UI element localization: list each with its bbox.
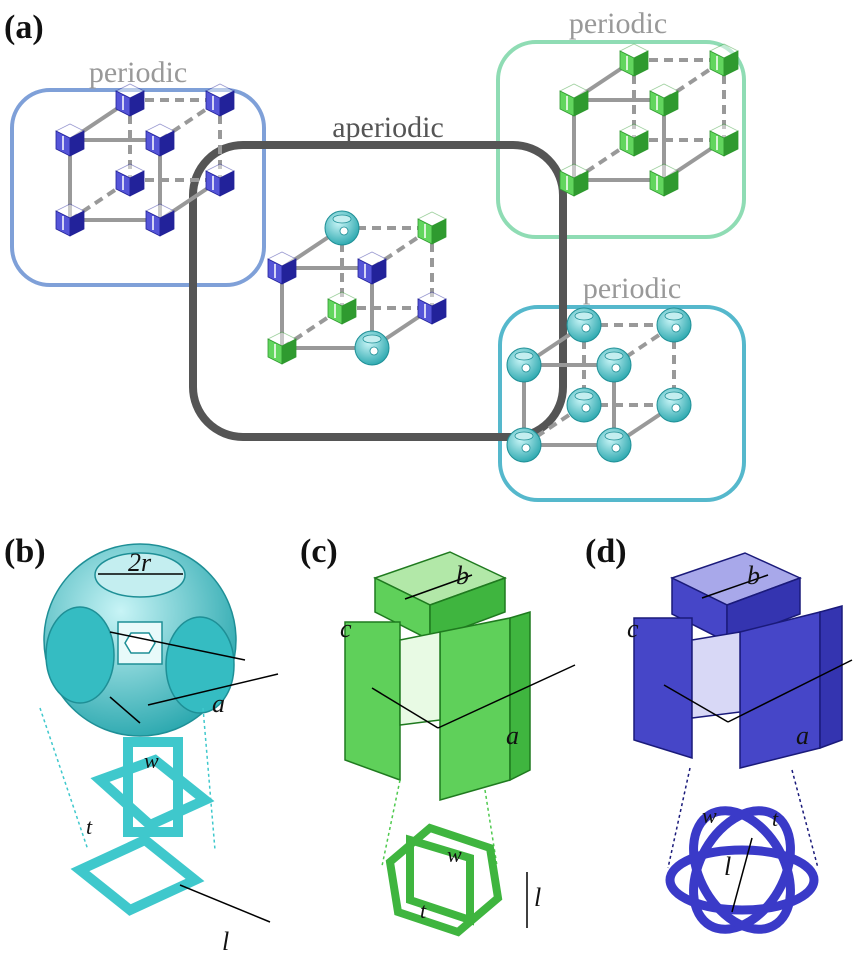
d-c-label: c: [627, 614, 639, 643]
d-t-label: t: [772, 806, 779, 831]
periodic-blue-blue-node: [145, 203, 175, 237]
green-inner-frame: [385, 823, 503, 937]
b-l-arrow: [179, 884, 271, 923]
periodic-green-green-node: [559, 163, 589, 197]
c-a-arrow: [437, 664, 576, 729]
periodic-cyan-cyan-node: [596, 347, 632, 383]
periodic-cyan-label: periodic: [583, 272, 681, 305]
aperiodic-green-node: [267, 331, 297, 365]
lattice-layer: [55, 43, 739, 463]
c-a-label: a: [506, 721, 519, 750]
blue-inner-rings: [665, 806, 819, 934]
periodic-green-label: periodic: [569, 7, 667, 40]
d-a-arrow: [727, 659, 853, 723]
periodic-green-green-node: [619, 43, 649, 77]
periodic-cyan-cyan-node: [566, 307, 602, 343]
periodic-blue-label: periodic: [89, 56, 187, 89]
aperiodic-blue-node: [267, 251, 297, 285]
panel-label-a: (a): [4, 9, 44, 46]
periodic-blue-blue-node: [115, 83, 145, 117]
periodic-green-green-node: [709, 43, 739, 77]
b-a-arrow: [147, 673, 279, 706]
periodic-cyan-cyan-node: [596, 427, 632, 463]
aperiodic-label: aperiodic: [332, 111, 444, 144]
periodic-blue-frame: [10, 88, 266, 287]
b-a-leader-bottom: [109, 696, 141, 724]
periodic-blue-blue-node: [145, 123, 175, 157]
periodic-green-green-node: [709, 123, 739, 157]
d-b-arrow: [701, 574, 769, 599]
aperiodic-cyan-node: [354, 330, 390, 366]
green-unit-cell: [344, 551, 531, 801]
periodic-cyan-frame: [498, 305, 746, 502]
b-zoom-line-left: [39, 707, 89, 851]
periodic-cyan-cyan-node: [506, 427, 542, 463]
c-a-leader: [371, 687, 439, 729]
periodic-green-green-node: [649, 83, 679, 117]
periodic-cyan-cyan-node: [656, 307, 692, 343]
d-l-arrow: [731, 837, 753, 913]
periodic-cyan-cyan-node: [656, 387, 692, 423]
c-c-label: c: [340, 614, 352, 643]
periodic-green-frame: [496, 40, 746, 239]
aperiodic-green-node: [327, 291, 357, 325]
panel-label-c: (c): [300, 533, 338, 570]
periodic-green-green-node: [619, 123, 649, 157]
panel-label-b: (b): [4, 533, 46, 570]
periodic-blue-blue-node: [205, 83, 235, 117]
periodic-blue-blue-node: [115, 163, 145, 197]
aperiodic-blue-node: [417, 291, 447, 325]
c-l-label: l: [534, 883, 541, 912]
periodic-green-green-node: [649, 163, 679, 197]
d-zoom-line-left: [667, 767, 691, 869]
b-w-label: w: [144, 748, 159, 773]
panel-label-d: (d): [585, 533, 627, 570]
periodic-blue-blue-node: [55, 203, 85, 237]
b-t-label: t: [86, 814, 93, 839]
c-zoom-line-right: [484, 789, 498, 867]
d-a-label: a: [796, 721, 809, 750]
b-l-label: l: [222, 927, 229, 956]
periodic-blue-blue-node: [55, 123, 85, 157]
c-zoom-line-left: [381, 779, 401, 867]
aperiodic-cyan-node: [324, 210, 360, 246]
d-a-leader: [663, 684, 729, 723]
cyan-inner-frame: [70, 737, 215, 916]
b-zoom-line-right: [202, 707, 216, 851]
c-w-label: w: [447, 842, 462, 867]
d-l-label: l: [724, 852, 731, 881]
b-2r-label: 2r: [128, 548, 152, 577]
c-t-label: t: [420, 898, 427, 923]
b-a-label: a: [212, 689, 225, 718]
c-b-label: b: [456, 561, 469, 590]
c-b-arrow: [404, 574, 473, 600]
periodic-cyan-cyan-node: [566, 387, 602, 423]
blue-unit-cell: [633, 552, 843, 769]
periodic-green-green-node: [559, 83, 589, 117]
d-b-label: b: [747, 561, 760, 590]
d-zoom-line-right: [791, 769, 819, 869]
aperiodic-frame: [189, 141, 567, 441]
d-w-label: w: [702, 803, 717, 828]
aperiodic-blue-node: [357, 251, 387, 285]
periodic-cyan-cyan-node: [506, 347, 542, 383]
b-a-leader-top: [109, 631, 246, 661]
aperiodic-green-node: [417, 211, 447, 245]
periodic-blue-blue-node: [205, 163, 235, 197]
